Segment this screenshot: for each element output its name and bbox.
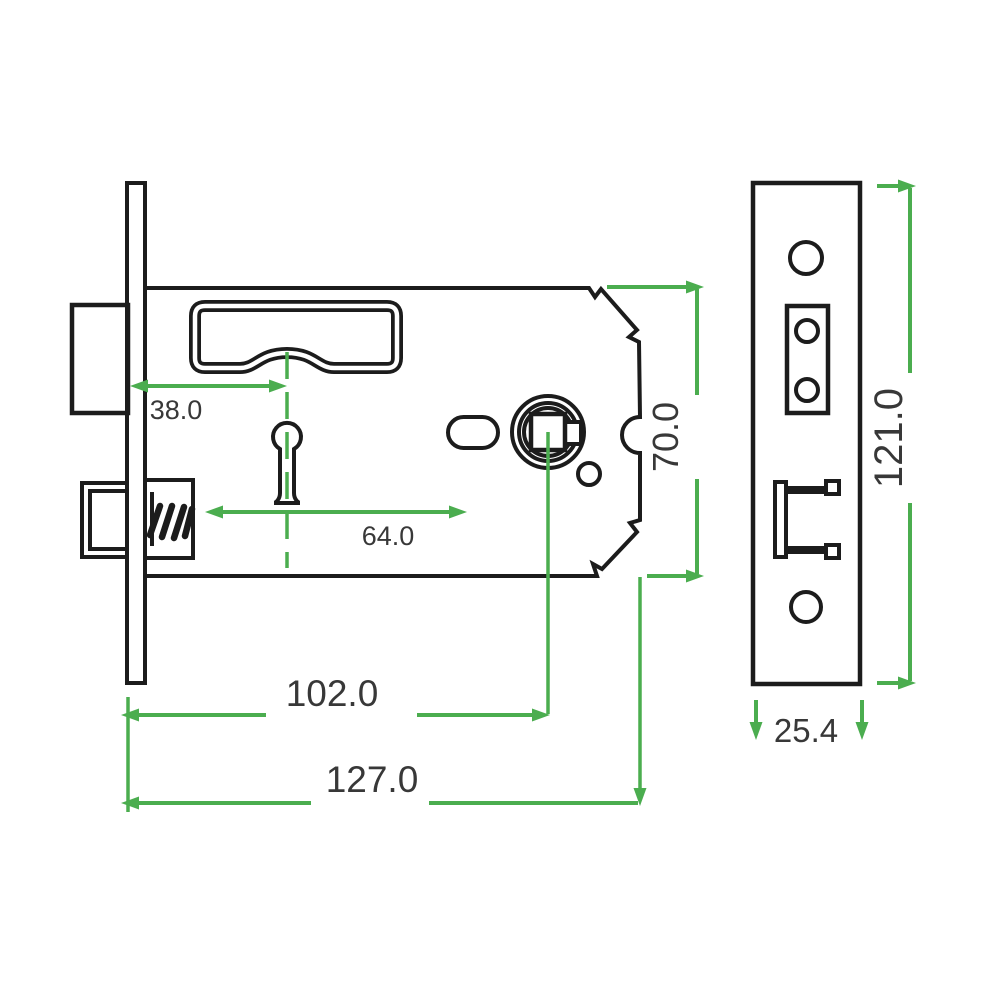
faceplate-front-outline: [750, 180, 863, 687]
latch-cutout-bottom-tab: [824, 543, 841, 560]
dim-121-label: 121.0: [867, 388, 911, 488]
dim-25-label: 25.4: [774, 712, 838, 749]
dim-102-label: 102.0: [286, 673, 379, 714]
dim-70-label: 70.0: [645, 402, 686, 472]
deadbolt-head: [80, 481, 128, 559]
dim-70-arrow-top: [686, 280, 704, 294]
top-screw-hole: [788, 240, 824, 276]
latch-cutout-top-tab: [824, 479, 841, 496]
dim-64-label: 64.0: [362, 521, 415, 551]
bottom-screw-hole: [789, 590, 823, 624]
faceplate-front-view: [750, 180, 863, 687]
dimension-backset: 38.0: [130, 379, 287, 425]
dim-backset-arrow-right: [269, 379, 287, 393]
latch-cutout-left-flange: [773, 480, 788, 559]
dimension-faceplate-width: 25.4: [749, 700, 869, 749]
dim-64-arrow-right: [449, 505, 467, 519]
dimension-keyhole-to-spindle: 64.0: [205, 505, 467, 551]
dim-25-arrow-right: [855, 722, 869, 740]
dim-backset-label: 38.0: [150, 395, 203, 425]
dimension-case-length: 127.0: [121, 577, 647, 810]
follower-aperture-outer: [189, 300, 403, 374]
pin-hole: [576, 461, 602, 487]
dimension-faceplate-height: 121.0: [867, 179, 916, 690]
lock-case-outline: [146, 285, 643, 578]
dim-25-arrow-left: [749, 722, 763, 740]
dim-127-label: 127.0: [326, 759, 419, 800]
faceplate-side-view: [125, 181, 147, 685]
dim-102-arrow-left: [121, 708, 139, 722]
keyhole: [271, 420, 303, 505]
dim-backset-arrow-left: [130, 379, 148, 393]
dim-127-arrow-left: [121, 796, 139, 810]
latch-bolt: [69, 302, 131, 416]
dimension-case-height: 70.0: [607, 280, 704, 583]
strike-box-hole-top: [794, 318, 820, 344]
dim-70-arrow-bottom: [686, 569, 704, 583]
spring-coil: [146, 502, 196, 542]
latch-bolt-cutout: [773, 479, 841, 560]
dim-64-arrow-left: [205, 505, 223, 519]
oval-slot: [446, 415, 500, 450]
lock-case-side-view: [69, 181, 643, 685]
dim-127-arrow-right: [633, 788, 647, 806]
dim-102-arrow-right: [532, 708, 550, 722]
dim-121-arrow-top: [898, 179, 916, 193]
strike-box: [784, 303, 831, 416]
dim-121-arrow-bottom: [898, 676, 916, 690]
dimension-spindle-center: 102.0: [121, 432, 550, 812]
strike-box-hole-bottom: [794, 377, 820, 403]
